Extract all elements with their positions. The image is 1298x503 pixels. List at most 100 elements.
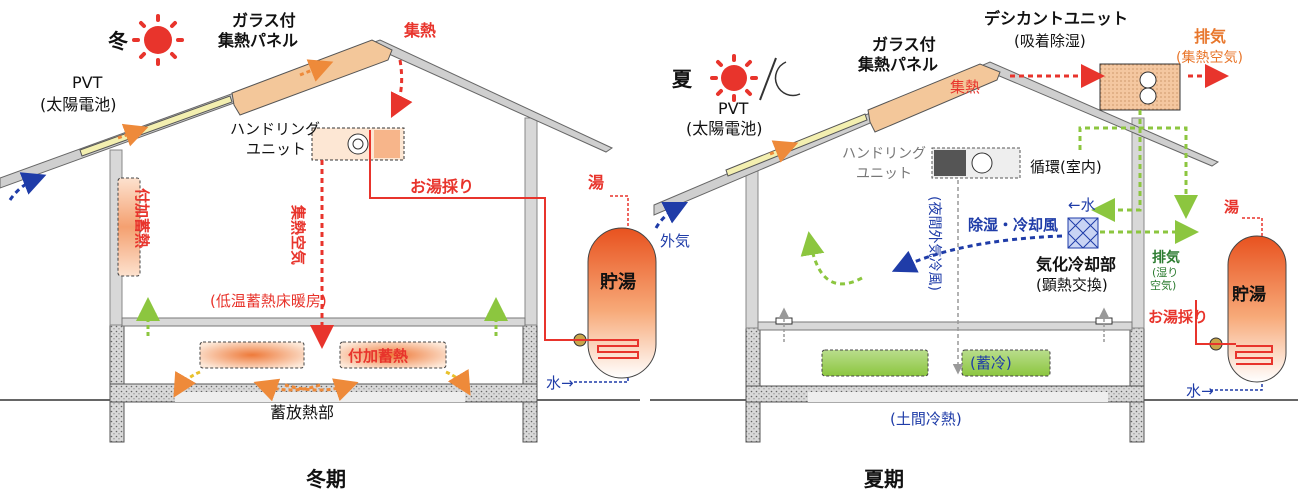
tank-coil — [597, 339, 639, 359]
water-in-line — [1210, 382, 1263, 391]
winter-hot-water-label: 湯 — [588, 173, 604, 192]
foundation-right — [1129, 321, 1145, 443]
glass-collector-panel — [231, 39, 393, 116]
summer-glass-panel-label-1: ガラス付 — [872, 35, 936, 54]
floor-pad-right — [339, 341, 447, 369]
summer-hot-water-take-label: お湯採り — [1148, 308, 1208, 326]
slash-divider — [759, 57, 777, 101]
pvt-flow-arrow — [117, 123, 149, 147]
sun-icon — [710, 54, 758, 102]
winter-low-temp-label: (低温蓄熱床暖房) — [210, 292, 327, 310]
summer-earth-cool-label: (土間冷熱) — [890, 410, 962, 428]
wall-right — [1131, 117, 1145, 329]
winter-caption: 冬期 — [306, 467, 346, 491]
floor-yellow-arrow-right — [445, 368, 471, 396]
summer-diagram: 夏 ガラス付 集熱パネル デシカントユニット (吸着除湿) 排気 (集熱空気) … — [650, 9, 1298, 491]
hot-water-pipe — [369, 130, 598, 341]
summer-exhaust2-label: 排気 — [1152, 249, 1180, 266]
hot-water-tank — [1227, 235, 1287, 383]
summer-handling-label-1: ハンドリング — [842, 146, 926, 162]
room-circulation-arrow — [800, 231, 863, 286]
winter-heat-collect-label: 集熱 — [403, 21, 436, 40]
winter-glass-panel-label-2: 集熱パネル — [217, 31, 298, 50]
collect-arrow-roof — [390, 59, 413, 119]
summer-cool-storage-label: (蓄冷) — [970, 354, 1012, 372]
floor-slab — [757, 321, 1133, 331]
winter-pvt-sub-label: (太陽電池) — [40, 95, 117, 114]
summer-caption: 夏期 — [864, 467, 904, 491]
summer-exhaust-label: 排気 — [1194, 27, 1226, 46]
winter-tank-label: 貯湯 — [600, 271, 636, 293]
summer-handling-label-2: ユニット — [856, 166, 912, 182]
summer-exhaust2-sub-2: 空気) — [1150, 278, 1176, 292]
earth-slab — [808, 392, 1108, 402]
winter-collected-air-label: 集熱空気 — [289, 204, 307, 265]
foundation-left — [109, 321, 125, 443]
summer-evap-label: 気化冷却部 — [1036, 255, 1116, 274]
cool-pad-left — [821, 349, 929, 377]
winter-diagram: 冬 ガラス付 集熱パネル 集熱 PVT (太陽電池) ハンドリング ユニット 付… — [0, 11, 657, 491]
summer-circulation-label: 循環(室内) — [1030, 158, 1102, 176]
summer-pvt-label: PVT — [718, 99, 749, 118]
winter-wall-storage-label: 付加蓄熱 — [133, 188, 151, 248]
winter-glass-panel-label-1: ガラス付 — [232, 11, 296, 30]
winter-handling-label-2: ユニット — [246, 140, 306, 158]
winter-season-label: 冬 — [108, 29, 128, 53]
foundation-left — [745, 321, 761, 443]
hot-water-out-line — [610, 195, 629, 228]
summer-water-in-label: ←水 — [1068, 196, 1096, 214]
pvt-panel — [79, 95, 233, 157]
cool-pad-right — [961, 349, 1051, 377]
summer-exhaust-sub-label: (集熱空気) — [1176, 49, 1243, 66]
water-in-line — [574, 376, 629, 383]
winter-floor-storage-label: 付加蓄熱 — [348, 347, 408, 365]
floor-spread-arrow-left — [253, 378, 321, 402]
glass-collector-panel — [867, 63, 1001, 133]
hot-water-out-line — [1242, 217, 1263, 236]
roof — [653, 61, 1220, 216]
floor-yellow-arrow-left — [173, 370, 201, 398]
wall-right — [524, 117, 538, 326]
hot-water-tank — [587, 227, 657, 379]
floor-pad-left — [199, 341, 305, 369]
summer-water-label: 水→ — [1186, 382, 1214, 400]
outside-air-arrow — [8, 172, 47, 201]
summer-tank-label: 貯湯 — [1232, 284, 1266, 305]
tank-coil — [1235, 345, 1273, 365]
outside-air-arrow — [654, 201, 689, 229]
winter-handling-label-1: ハンドリング — [230, 120, 320, 138]
handling-unit — [931, 147, 1021, 179]
summer-exhaust2-sub-1: (湿り — [1152, 266, 1178, 279]
summer-outside-air-label: 外気 — [660, 232, 690, 250]
sun-icon — [132, 14, 184, 66]
wall-storage-pad — [117, 177, 141, 277]
winter-hot-water-take-label: お湯採り — [410, 177, 474, 196]
pvt-flow-arrow — [769, 140, 799, 163]
earth-slab — [175, 392, 465, 402]
moon-icon — [774, 61, 801, 97]
panel-flow-arrow — [299, 59, 334, 82]
summer-desiccant-sub-label: (吸着除湿) — [1014, 32, 1086, 50]
hot-water-pipe — [1195, 300, 1236, 345]
summer-heat-collect-label: 集熱 — [950, 78, 980, 96]
dehumid-air-arrow — [891, 234, 1063, 273]
summer-desiccant-label: デシカントユニット — [984, 9, 1128, 28]
summer-dehumid-label: 除湿・冷却風 — [968, 216, 1058, 234]
roof — [0, 39, 614, 189]
summer-glass-panel-label-2: 集熱パネル — [857, 55, 938, 74]
circulation-arrow — [1091, 110, 1142, 222]
winter-water-label: 水→ — [546, 374, 574, 392]
summer-hot-water-label: 湯 — [1224, 198, 1239, 216]
winter-pvt-label: PVT — [72, 73, 103, 92]
summer-pvt-sub-label: (太陽電池) — [686, 119, 763, 138]
summer-season-label: 夏 — [672, 67, 693, 91]
foundation-right — [522, 321, 538, 443]
summer-night-air-label: (夜間外気冷風) — [926, 196, 942, 291]
circulation-return-arrow — [1078, 126, 1198, 219]
summer-evap-sub-label: (顕熱交換) — [1036, 276, 1108, 294]
evaporative-cooler — [1067, 217, 1099, 249]
handling-unit — [311, 127, 405, 161]
winter-storage-part-label: 蓄放熱部 — [270, 403, 334, 422]
wall-left — [745, 167, 759, 329]
